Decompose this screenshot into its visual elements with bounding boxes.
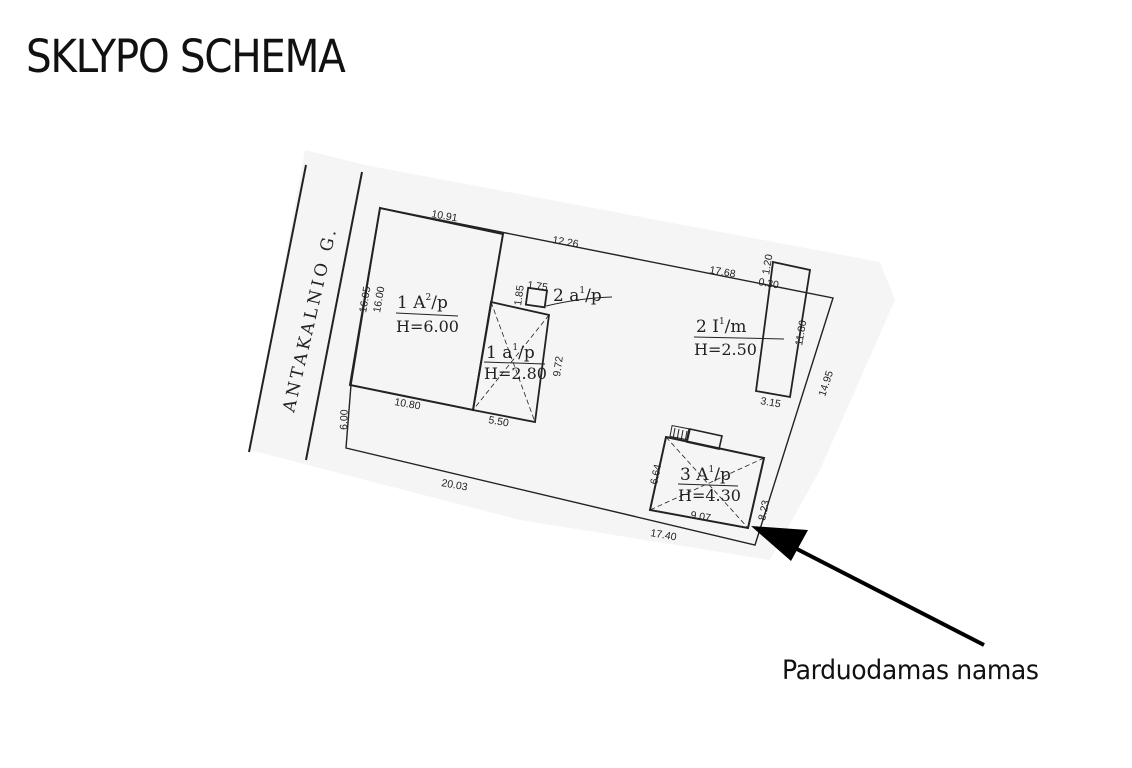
- dim-label: 12.26: [551, 234, 579, 250]
- building-2I-label-line: [693, 336, 785, 340]
- label-3A: 3 A1/p H=4.30: [678, 465, 741, 505]
- svg-text:H=2.50: H=2.50: [694, 340, 757, 359]
- building-3A-cross-1: [665, 436, 749, 529]
- building-3A-label-line: [677, 483, 739, 487]
- dim-label: 17.40: [649, 527, 677, 543]
- building-1a-label-line: [483, 361, 546, 365]
- building-2I: [754, 260, 812, 399]
- label-1A: 1 A2/p H=6.00: [396, 293, 459, 336]
- svg-text:2 a1/p: 2 a1/p: [553, 286, 602, 306]
- dim-label: 17.68: [708, 264, 736, 280]
- svg-text:1 A2/p: 1 A2/p: [397, 293, 448, 313]
- building-3A-cross-2: [649, 457, 765, 511]
- dim-label: 6.00: [338, 409, 351, 430]
- dim-label: 5.50: [487, 414, 509, 429]
- street-line-inner: [305, 171, 363, 461]
- dim-label: 0.30: [757, 276, 779, 291]
- svg-text:H=2.80: H=2.80: [484, 364, 547, 383]
- dim-label: 1.85: [512, 284, 527, 306]
- building-1A-label-line: [395, 312, 459, 317]
- dim-label: 10.80: [393, 396, 421, 412]
- building-1a-cross-1: [490, 301, 536, 423]
- svg-text:3 A1/p: 3 A1/p: [680, 465, 731, 485]
- label-2a: 2 a1/p: [553, 286, 602, 306]
- caption-for-sale: Parduodamas namas: [782, 655, 1039, 686]
- dim-label: 16.00: [371, 285, 387, 313]
- building-2a-leader: [545, 296, 613, 307]
- dim-label: 11.80: [793, 319, 809, 346]
- dim-label: 20.03: [440, 477, 468, 493]
- svg-text:2 I1/m: 2 I1/m: [696, 317, 747, 337]
- dim-label: 10.91: [430, 208, 458, 224]
- dim-label: 1.75: [527, 279, 549, 294]
- scan-paper: [250, 150, 895, 560]
- page-title: SKLYPO SCHEMA: [26, 30, 346, 83]
- svg-text:H=4.30: H=4.30: [678, 486, 741, 505]
- dim-label: 1.20: [760, 253, 775, 275]
- building-1a: [471, 300, 550, 424]
- building-3A-extension: [686, 428, 723, 450]
- dim-label: 8.23: [756, 499, 772, 522]
- label-2I: 2 I1/m H=2.50: [694, 317, 757, 359]
- building-2a: [524, 286, 549, 309]
- street-line-outer: [248, 164, 307, 453]
- svg-text:1 a1/p: 1 a1/p: [486, 343, 535, 363]
- stairs-icon: [669, 424, 690, 443]
- dim-label: 3.15: [759, 395, 781, 410]
- label-1a: 1 a1/p H=2.80: [484, 343, 547, 383]
- arrow-icon: [751, 526, 985, 647]
- dim-label: 6.64: [648, 463, 664, 486]
- dim-label: 9.07: [689, 509, 711, 524]
- dim-label: 9.72: [551, 355, 566, 377]
- dim-label: 16.05: [357, 285, 373, 313]
- svg-text:H=6.00: H=6.00: [396, 317, 459, 336]
